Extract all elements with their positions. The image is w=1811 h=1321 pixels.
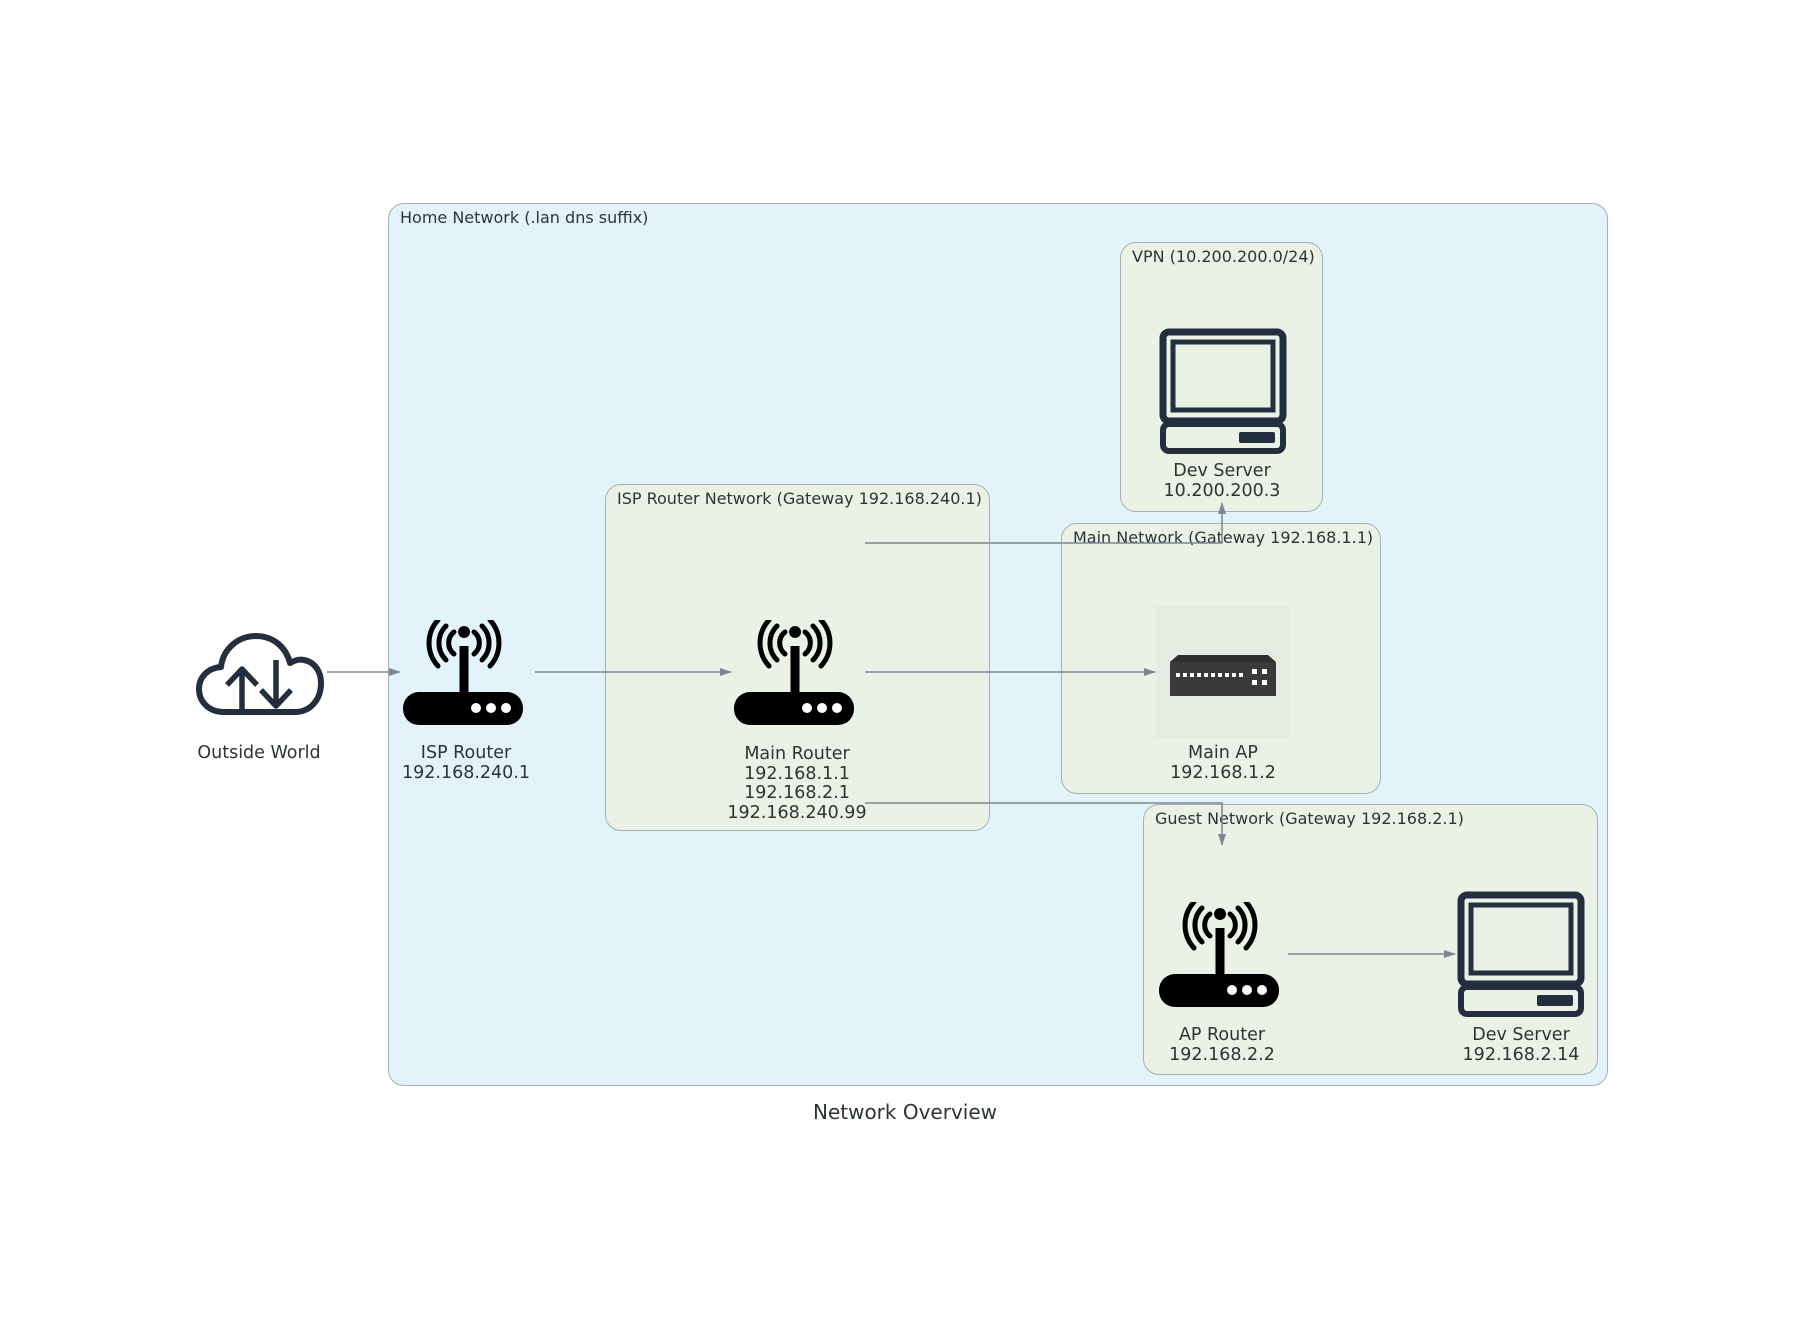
guest-network-label: Guest Network (Gateway 192.168.2.1) bbox=[1155, 809, 1464, 828]
guest-dev-server-label: Dev Server 192.168.2.14 bbox=[1462, 1025, 1580, 1065]
cloud-upload-download-icon bbox=[196, 633, 324, 715]
vpn-dev-server-ip: 10.200.200.3 bbox=[1163, 480, 1281, 501]
vpn-label: VPN (10.200.200.0/24) bbox=[1132, 247, 1315, 266]
main-ap-name: Main AP bbox=[1188, 743, 1258, 763]
main-router-label: Main Router 192.168.1.1 192.168.2.1 192.… bbox=[727, 744, 867, 823]
outside-world-name: Outside World bbox=[197, 743, 321, 763]
desktop-computer-icon bbox=[1159, 328, 1287, 454]
guest-dev-server-name: Dev Server bbox=[1472, 1025, 1570, 1045]
wifi-router-icon bbox=[734, 620, 854, 725]
ap-router-name: AP Router bbox=[1178, 1025, 1266, 1045]
main-router-name: Main Router bbox=[744, 744, 850, 764]
vpn-dev-server-name: Dev Server bbox=[1173, 461, 1271, 481]
isp-router-label: ISP Router 192.168.240.1 bbox=[401, 743, 531, 783]
wifi-router-icon bbox=[403, 620, 523, 725]
vpn-dev-server-label: Dev Server 10.200.200.3 bbox=[1163, 461, 1281, 501]
isp-router-network-cluster: ISP Router Network (Gateway 192.168.240.… bbox=[605, 484, 990, 831]
home-network-label: Home Network (.lan dns suffix) bbox=[400, 208, 649, 227]
isp-router-name: ISP Router bbox=[420, 743, 512, 763]
isp-router-ip: 192.168.240.1 bbox=[401, 762, 531, 783]
isp-router-network-label: ISP Router Network (Gateway 192.168.240.… bbox=[617, 489, 982, 508]
ap-router-ip: 192.168.2.2 bbox=[1169, 1044, 1275, 1065]
ap-router-label: AP Router 192.168.2.2 bbox=[1169, 1025, 1275, 1065]
edge-main-router-to-vpn-dev-server bbox=[865, 502, 1226, 544]
vpn-cluster: VPN (10.200.200.0/24) bbox=[1120, 242, 1323, 512]
outside-world-label: Outside World bbox=[197, 743, 321, 764]
desktop-computer-icon bbox=[1457, 891, 1585, 1017]
main-router-ip-1: 192.168.1.1 bbox=[744, 763, 850, 784]
network-switch-icon bbox=[1156, 606, 1290, 738]
wifi-router-icon bbox=[1159, 902, 1279, 1007]
main-ap-label: Main AP 192.168.1.2 bbox=[1170, 743, 1276, 783]
main-router-ip-3: 192.168.240.99 bbox=[727, 802, 867, 823]
home-network-cluster: Home Network (.lan dns suffix) bbox=[388, 203, 1608, 1086]
edge-main-router-to-ap-router bbox=[865, 802, 1226, 846]
main-router-ip-2: 192.168.2.1 bbox=[744, 783, 850, 803]
diagram-title: Network Overview bbox=[812, 1100, 998, 1124]
main-ap-ip: 192.168.1.2 bbox=[1170, 762, 1276, 783]
guest-dev-server-ip: 192.168.2.14 bbox=[1462, 1044, 1580, 1065]
